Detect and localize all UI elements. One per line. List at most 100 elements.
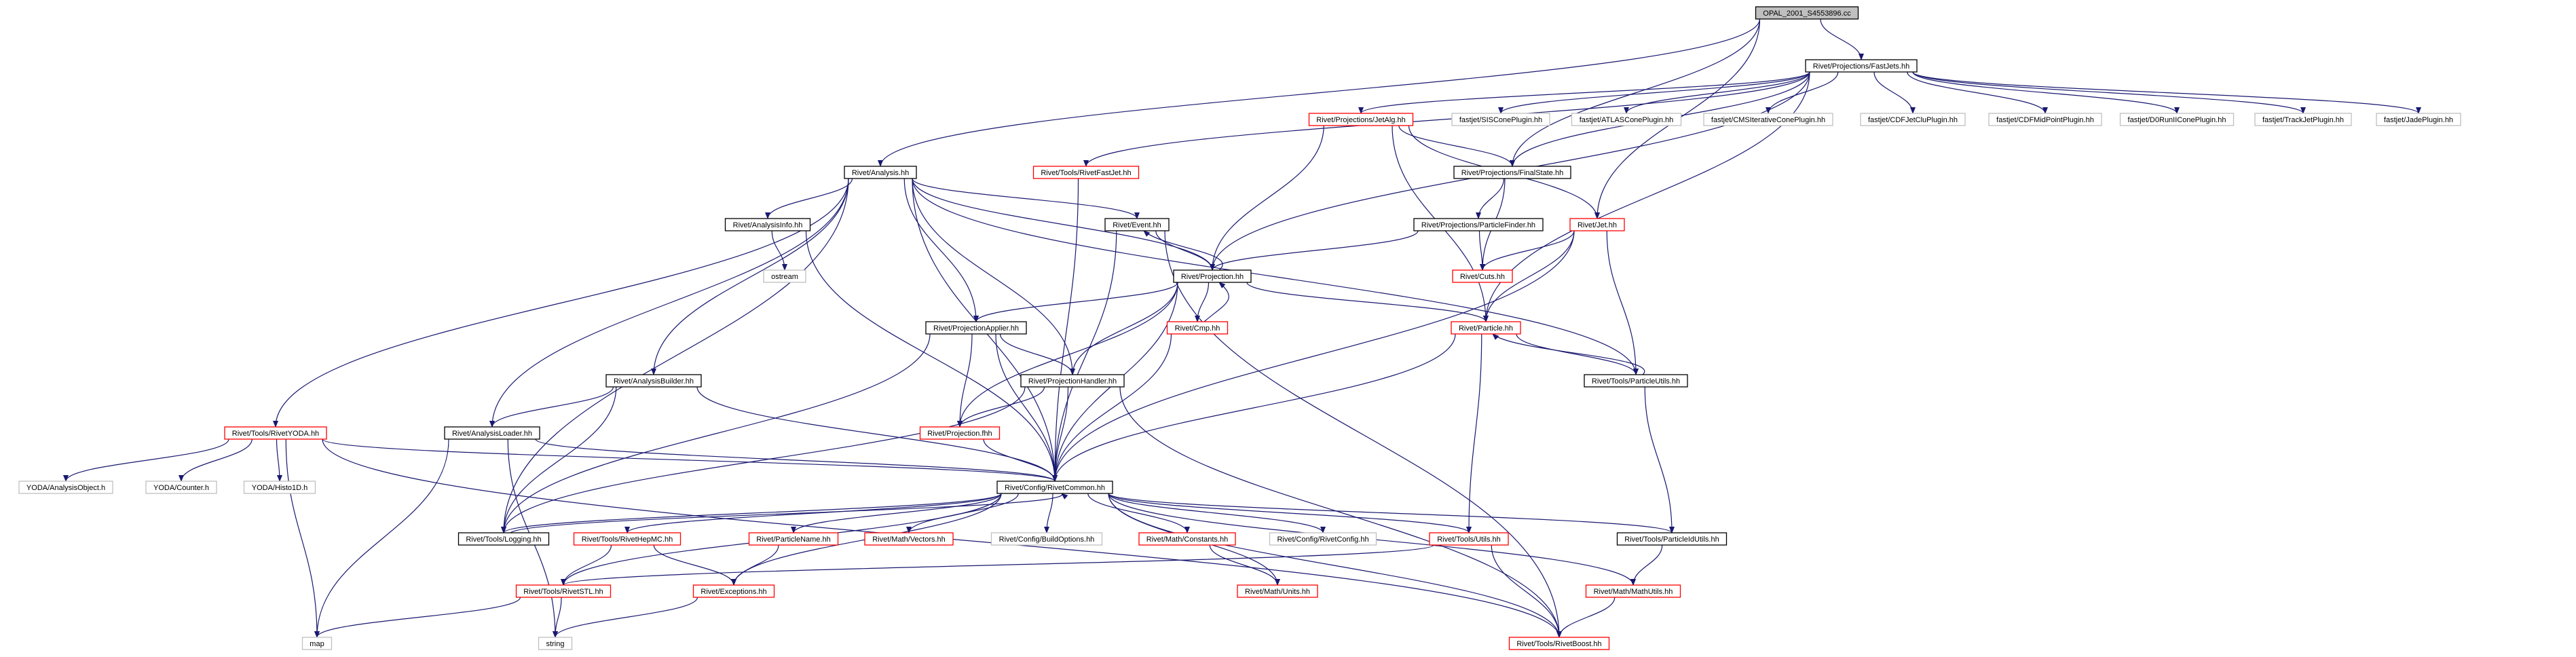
file-node-toolsutils[interactable]: Rivet/Tools/Utils.hh: [1429, 532, 1509, 546]
file-node-projhandler[interactable]: Rivet/ProjectionHandler.hh: [1020, 374, 1125, 388]
file-node-rivetstl[interactable]: Rivet/Tools/RivetSTL.hh: [515, 584, 612, 598]
file-node-box: [1020, 374, 1125, 388]
file-node-event[interactable]: Rivet/Event.hh: [1104, 218, 1170, 231]
file-node-label: fastjet/CMSIterativeConePlugin.hh: [1711, 116, 1825, 124]
file-node-box: [763, 269, 806, 283]
file-node-finalstate[interactable]: Rivet/Projections/FinalState.hh: [1453, 166, 1571, 179]
edge-analysisloader-to-rivetcommon: [535, 438, 1058, 482]
edge-jetalg-to-projection: [1210, 125, 1324, 271]
file-node-box: [243, 481, 316, 494]
file-node-box: [1988, 113, 2102, 126]
edge-fastjets-to-d0run2: [1912, 71, 2180, 114]
file-node-box: [1571, 113, 1682, 126]
file-node-box: [538, 637, 573, 650]
file-node-mathvectors[interactable]: Rivet/Math/Vectors.hh: [864, 532, 954, 546]
file-node-cuts[interactable]: Rivet/Cuts.hh: [1452, 269, 1513, 283]
file-node-rivetfastjet[interactable]: Rivet/Tools/RivetFastJet.hh: [1032, 166, 1140, 179]
edge-jet-to-cuts: [1480, 230, 1575, 271]
edge-rivetcommon-to-mathconstants: [1087, 493, 1190, 533]
file-nodes: OPAL_2001_S4553896.ccRivet/Projections/F…: [18, 6, 2461, 650]
file-node-particlefinder[interactable]: Rivet/Projections/ParticleFinder.hh: [1413, 218, 1544, 231]
edge-projectionfhh-to-rivetcommon: [983, 438, 1058, 482]
file-node-logging[interactable]: Rivet/Tools/Logging.hh: [458, 532, 550, 546]
edge-fastjets-to-particle: [1483, 71, 1810, 322]
file-node-analysisinfo[interactable]: Rivet/AnalysisInfo.hh: [724, 218, 811, 231]
file-node-box: [2254, 113, 2352, 126]
edge-rivetfastjet-to-rivetcommon: [1052, 178, 1079, 482]
edge-rivetyoda-to-yodahisto: [276, 438, 282, 482]
file-node-label: Rivet/ProjectionApplier.hh: [933, 324, 1019, 333]
file-node-box: [1616, 532, 1728, 546]
file-node-label: Rivet/Projections/ParticleFinder.hh: [1421, 221, 1535, 229]
edge-particlename-to-exceptions: [731, 544, 779, 586]
edge-analysisloader-to-map: [314, 438, 449, 638]
file-node-label: Rivet/Config/BuildOptions.hh: [999, 536, 1095, 544]
edge-cmp-to-projection: [1203, 282, 1229, 322]
edge-analysis-to-logging: [501, 178, 849, 533]
file-node-box: [748, 532, 839, 546]
file-node-rivethepmc[interactable]: Rivet/Tools/RivetHepMC.hh: [573, 532, 682, 546]
file-node-analysisloader[interactable]: Rivet/AnalysisLoader.hh: [444, 426, 540, 440]
file-node-label: Rivet/Tools/Logging.hh: [466, 536, 541, 544]
file-node-analysis[interactable]: Rivet/Analysis.hh: [844, 166, 917, 179]
file-node-fastjets[interactable]: Rivet/Projections/FastJets.hh: [1805, 59, 1918, 73]
file-node-label: Rivet/Event.hh: [1113, 221, 1161, 229]
edge-particle-to-toolsutils: [1466, 333, 1482, 533]
file-node-rivetcommon[interactable]: Rivet/Config/RivetCommon.hh: [996, 481, 1113, 494]
file-node-particlename[interactable]: Rivet/ParticleName.hh: [748, 532, 839, 546]
file-node-cmp[interactable]: Rivet/Cmp.hh: [1166, 321, 1229, 335]
file-node-projectionfhh[interactable]: Rivet/Projection.fhh: [919, 426, 1001, 440]
edge-rivethepmc-to-exceptions: [653, 544, 736, 586]
edge-rivetcommon-to-particlename: [791, 493, 1002, 533]
file-node-particleutils[interactable]: Rivet/Tools/ParticleUtils.hh: [1584, 374, 1688, 388]
file-node-atlascone: fastjet/ATLASConePlugin.hh: [1571, 113, 1682, 126]
file-node-string: string: [538, 637, 573, 650]
file-node-box: [1308, 113, 1414, 126]
file-node-label: fastjet/SISConePlugin.hh: [1459, 116, 1542, 124]
edge-cmp-to-rivetcommon: [1052, 333, 1172, 482]
file-node-exceptions[interactable]: Rivet/Exceptions.hh: [692, 584, 775, 598]
file-node-box: [1755, 6, 1859, 20]
file-node-projapplier[interactable]: Rivet/ProjectionApplier.hh: [925, 321, 1027, 335]
edge-finalstate-to-particlefinder: [1476, 178, 1505, 219]
file-node-map: map: [301, 637, 333, 650]
edge-analysisbuilder-to-rivetcommon: [696, 386, 1058, 482]
file-node-box: [1452, 269, 1513, 283]
file-node-rivetyoda[interactable]: Rivet/Tools/RivetYODA.hh: [224, 426, 327, 440]
file-node-box: [1805, 59, 1918, 73]
file-node-analysisbuilder[interactable]: Rivet/AnalysisBuilder.hh: [605, 374, 702, 388]
file-node-rivetboost[interactable]: Rivet/Tools/RivetBoost.hh: [1508, 637, 1610, 650]
file-node-opal[interactable]: OPAL_2001_S4553896.cc: [1755, 6, 1859, 20]
file-node-box: [844, 166, 917, 179]
file-node-label: Rivet/AnalysisLoader.hh: [452, 430, 532, 438]
edge-particleidutils-to-mathutils: [1630, 544, 1663, 586]
edge-logging-to-rivetcommon: [510, 493, 1068, 533]
edge-fastjets-to-jetalg: [1358, 71, 1810, 114]
file-node-box: [990, 532, 1103, 546]
file-node-label: YODA/AnalysisObject.h: [26, 484, 105, 492]
edge-projhandler-to-rivetboost: [1119, 386, 1562, 638]
edge-projection-to-projapplier: [973, 282, 1178, 322]
file-node-box: [996, 481, 1113, 494]
edge-projapplier-to-logging: [501, 333, 931, 533]
file-node-mathutils[interactable]: Rivet/Math/MathUtils.hh: [1585, 584, 1681, 598]
edge-projapplier-to-projectionfhh: [957, 333, 973, 428]
file-node-particle[interactable]: Rivet/Particle.hh: [1451, 321, 1521, 335]
file-node-mathconstants[interactable]: Rivet/Math/Constants.hh: [1138, 532, 1236, 546]
file-node-projection[interactable]: Rivet/Projection.hh: [1173, 269, 1252, 283]
edge-analysisbuilder-to-logging: [501, 386, 617, 533]
file-node-cdfmidpoint: fastjet/CDFMidPointPlugin.hh: [1988, 113, 2102, 126]
file-node-jetalg[interactable]: Rivet/Projections/JetAlg.hh: [1308, 113, 1414, 126]
edge-projhandler-to-logging: [501, 386, 1026, 533]
file-node-jade: fastjet/JadePlugin.hh: [2376, 113, 2461, 126]
edge-toolsutils-to-rivetstl: [561, 544, 1434, 586]
file-node-mathunits[interactable]: Rivet/Math/Units.hh: [1237, 584, 1318, 598]
file-node-buildoptions: Rivet/Config/BuildOptions.hh: [990, 532, 1103, 546]
file-node-label: Rivet/Math/Vectors.hh: [872, 536, 946, 544]
file-node-jet[interactable]: Rivet/Jet.hh: [1569, 218, 1625, 231]
edge-exceptions-to-string: [553, 597, 698, 638]
edge-particleutils-to-particleidutils: [1644, 386, 1675, 533]
file-node-particleidutils[interactable]: Rivet/Tools/ParticleIdUtils.hh: [1616, 532, 1728, 546]
file-node-label: Rivet/Projections/JetAlg.hh: [1316, 116, 1405, 124]
edge-analysis-to-analysisloader: [489, 178, 849, 428]
